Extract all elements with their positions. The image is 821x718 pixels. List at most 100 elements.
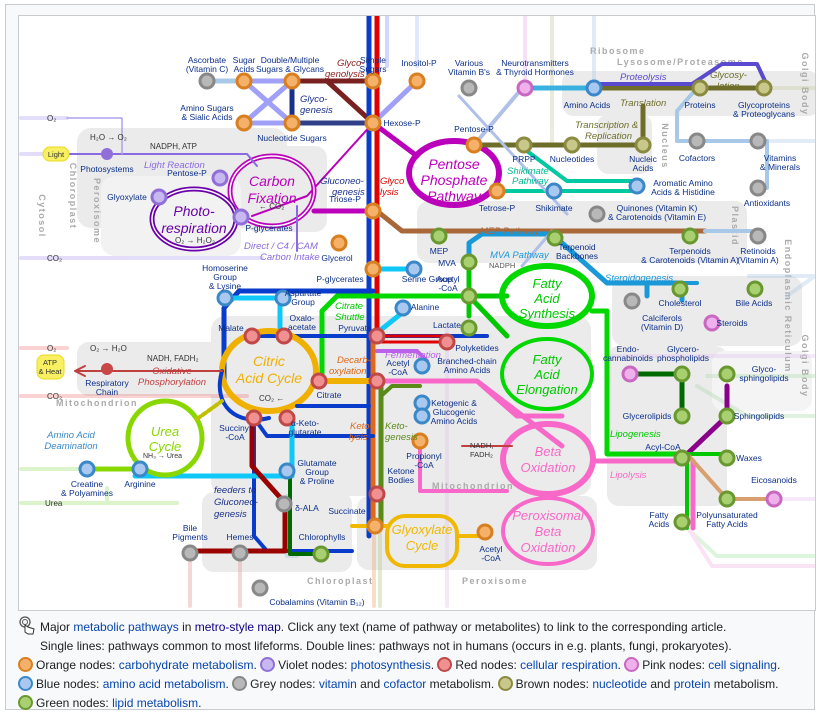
node-terpenoids[interactable] [681,227,699,245]
node-branched[interactable] [413,357,431,375]
node-amino-acids[interactable] [585,79,603,97]
node-glycosphingolipids[interactable] [718,365,736,383]
node-chlorophylls[interactable] [312,545,330,563]
link-nucleotide[interactable]: nucleotide [592,677,648,691]
node-prpp[interactable] [515,136,533,154]
pathway-glycosylation[interactable]: Glycosy-lation [710,70,747,92]
label-pyruvate[interactable]: Pyruvate [338,323,372,333]
label-neurotransmitters[interactable]: Neurotransmitters& Thyroid Hormones [496,58,574,77]
label-nucleotide-sugars[interactable]: Nucleotide Sugars [257,133,326,143]
label-hexose-p[interactable]: Hexose-P [383,118,421,128]
label-acetyl-coa-px[interactable]: Acetyl-CoA [479,544,502,563]
link-cofactor[interactable]: cofactor [383,677,427,691]
node-various-b[interactable] [460,79,478,97]
node-glycerol[interactable] [330,234,348,252]
pathway-transcription[interactable]: Transcription &Replication [575,120,638,142]
pathway-ketogenesis[interactable]: Keto-genesis [385,421,418,443]
node-cholesterol[interactable] [671,280,689,298]
label-arginine[interactable]: Arginine [124,479,155,489]
node-serine[interactable] [405,260,423,278]
pathway-translation[interactable]: Translation [620,98,666,109]
node-vitamins[interactable] [749,132,767,150]
link-amino-acid-metabolism[interactable]: amino acid metabolism [102,677,226,691]
node-glycoproteins[interactable] [755,79,773,97]
label-pentose-p-cf[interactable]: Pentose-P [167,168,207,178]
link-metro-style-map[interactable]: metro-style map [194,620,281,634]
pathway-steroidogenesis[interactable]: Steroidogenesis [605,273,673,284]
node-glycerolipids[interactable] [673,407,691,425]
link-carbohydrate-metabolism[interactable]: carbohydrate metabolism [118,658,254,672]
node-quinones[interactable] [588,205,606,223]
label-eicosanoids[interactable]: Eicosanoids [751,475,797,485]
label-antioxidants[interactable]: Antioxidants [744,198,790,208]
node-ascorbate[interactable] [198,72,216,90]
label-amino-sugars[interactable]: Amino Sugars& Sialic Acids [180,103,233,122]
node-hexose-p[interactable] [364,114,382,132]
node-steroids[interactable] [703,314,721,332]
node-arginine[interactable] [131,460,149,478]
label-glyoxylate[interactable]: Glyoxylate [107,192,147,202]
label-retinoids[interactable]: Retinoids(Vitamin A) [737,246,779,265]
node-acetyl-coa[interactable] [368,372,386,390]
node-hemes[interactable] [231,544,249,562]
node-neurotransmitters[interactable] [516,79,534,97]
label-propionyl-coa[interactable]: Propionyl-CoA [406,451,442,470]
label-glycoproteins[interactable]: Glycoproteins& Proteoglycans [733,100,795,119]
node-terpenoid-backbones[interactable] [546,229,564,247]
label-malate[interactable]: Malate [218,323,244,333]
node-cofactors[interactable] [688,132,706,150]
label-bile-acids[interactable]: Bile Acids [736,298,773,308]
node-sphingolipids[interactable] [718,407,736,425]
node-sugar-acids[interactable] [235,72,253,90]
node-retinoids[interactable] [749,227,767,245]
node-amino-sugars[interactable] [235,114,253,132]
label-serine[interactable]: Serine Group [402,274,453,284]
pathway-gluconeogenesis[interactable]: Gluconeo-genesis [320,176,365,198]
node-glucogenic[interactable] [413,407,431,425]
node-akg[interactable] [278,409,296,427]
node-succinyl-coa[interactable] [245,409,263,427]
label-acetyl-coa[interactable]: Acetyl-CoA [386,358,409,377]
label-glycerophospholipids[interactable]: Glycero-phospholipids [657,344,709,363]
node-lactate[interactable] [438,333,456,351]
enlarge-icon[interactable] [18,615,36,635]
label-alanine[interactable]: Alanine [411,302,440,312]
pathway-decarboxylation[interactable]: Decarb-oxylation [329,355,371,377]
node-acetyl-coa-fa[interactable] [460,287,478,305]
label-cobalamins[interactable]: Cobalamins (Vitamin B₁₂) [269,597,364,607]
label-cofactors[interactable]: Cofactors [679,153,715,163]
pathway-mva[interactable]: MVA Pathway [490,250,550,261]
node-propionyl-coa[interactable] [411,432,429,450]
node-pyruvate[interactable] [368,327,386,345]
label-inositol[interactable]: Inositol-P [401,58,437,68]
pathway-photorespiration[interactable]: Photo-respiration [161,203,227,236]
pathway-light-reaction[interactable]: Light Reaction [144,160,205,171]
node-citrate[interactable] [310,372,328,390]
label-succinyl-coa[interactable]: Succinyl-CoA [219,423,251,442]
label-oxaloacetate[interactable]: Oxalo-acetate [288,313,316,332]
label-cholesterol[interactable]: Cholesterol [659,298,702,308]
node-pentose-p[interactable] [465,136,483,154]
label-sphingolipids[interactable]: Sphingolipids [734,411,785,421]
pathway-ketolysis[interactable]: Keto-lysis [349,421,373,443]
label-mep[interactable]: MEP [430,246,449,256]
pathway-proteolysis[interactable]: Proteolysis [620,72,667,83]
